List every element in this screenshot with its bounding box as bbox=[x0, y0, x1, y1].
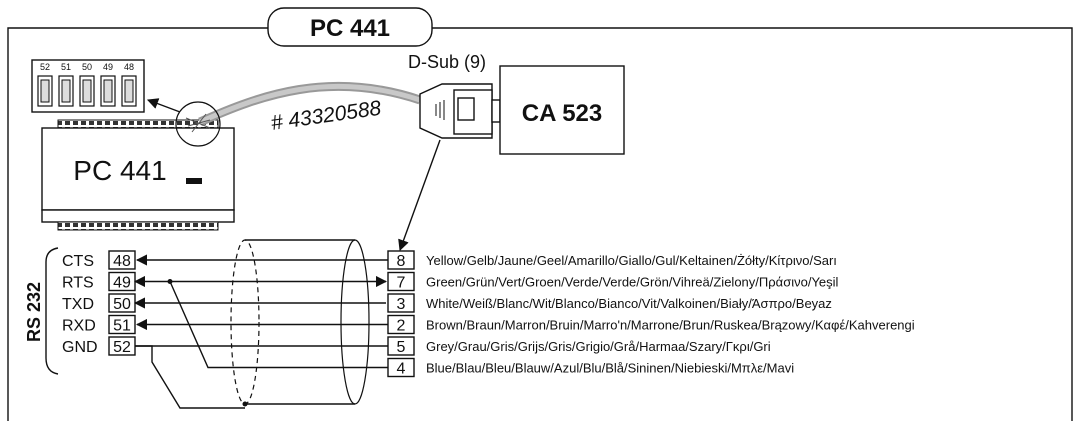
strip-screw bbox=[124, 79, 134, 103]
pin-box bbox=[387, 293, 415, 313]
terminal-number: 52 bbox=[113, 339, 131, 356]
signal-label: CTS bbox=[62, 253, 94, 270]
strip-number: 52 bbox=[40, 62, 50, 72]
wire-color-label: Brown/Braun/Marron/Bruin/Marro'n/Marrone… bbox=[426, 318, 915, 333]
strip-screw bbox=[82, 79, 92, 103]
title-tab bbox=[267, 7, 433, 47]
terminal-box bbox=[108, 250, 136, 270]
strip-number: 49 bbox=[103, 62, 113, 72]
shield-cylinder bbox=[230, 239, 370, 405]
wire-color-label: Yellow/Gelb/Jaune/Geel/Amarillo/Giallo/G… bbox=[426, 253, 837, 268]
outer-frame bbox=[7, 27, 1073, 421]
cable-part-number: # 43320588 bbox=[269, 97, 382, 135]
wire-color-label: Grey/Grau/Gris/Grijs/Gris/Grigio/Grå/Har… bbox=[426, 339, 771, 354]
signal-label: RTS bbox=[62, 275, 94, 292]
terminal-box bbox=[108, 314, 136, 335]
controller-device: PC 441 bbox=[41, 119, 235, 231]
strip-screw bbox=[40, 79, 50, 103]
terminal-strip: 52 51 50 49 48 bbox=[31, 59, 145, 113]
terminal-number: 48 bbox=[113, 253, 131, 270]
shield-ground bbox=[242, 401, 248, 407]
terminal-number: 49 bbox=[113, 275, 131, 292]
terminal-number: 50 bbox=[113, 296, 131, 313]
strip-number: 50 bbox=[82, 62, 92, 72]
wire-color-label: Green/Grün/Vert/Groen/Verde/Verde/Grön/V… bbox=[426, 275, 839, 290]
wire-color-label: Blue/Blau/Bleu/Blauw/Azul/Blu/Blå/Sinine… bbox=[426, 361, 794, 376]
connector-label: D-Sub (9) bbox=[408, 52, 486, 72]
rs232-label: RS 232 bbox=[24, 282, 44, 342]
pin-number: 3 bbox=[397, 296, 406, 313]
signal-label: GND bbox=[62, 339, 98, 356]
wire bbox=[135, 345, 245, 409]
wire-color-label: White/Weiß/Blanc/Wit/Blanco/Bianco/Vit/V… bbox=[426, 296, 832, 311]
module-label: CA 523 bbox=[522, 100, 602, 127]
strip-number: 51 bbox=[61, 62, 71, 72]
controller-label: PC 441 bbox=[73, 155, 166, 186]
rs232-bracket bbox=[45, 247, 59, 375]
pin-box bbox=[387, 271, 415, 292]
terminal-number: 51 bbox=[113, 318, 131, 335]
module-box bbox=[499, 65, 625, 155]
signal-label: RXD bbox=[62, 318, 96, 335]
pin-number: 7 bbox=[397, 275, 406, 292]
pin-number: 4 bbox=[397, 361, 406, 378]
page-title: PC 441 bbox=[310, 15, 390, 42]
pin-number: 8 bbox=[397, 253, 406, 270]
wire bbox=[169, 281, 388, 369]
strip-screw bbox=[61, 79, 71, 103]
dsub-connector bbox=[419, 83, 501, 139]
signal-label: TXD bbox=[62, 296, 94, 313]
cable-end-detail bbox=[175, 101, 221, 147]
pin-number: 2 bbox=[397, 318, 406, 335]
strip-number: 48 bbox=[124, 62, 134, 72]
pin-number: 5 bbox=[397, 339, 406, 356]
strip-screw bbox=[103, 79, 113, 103]
